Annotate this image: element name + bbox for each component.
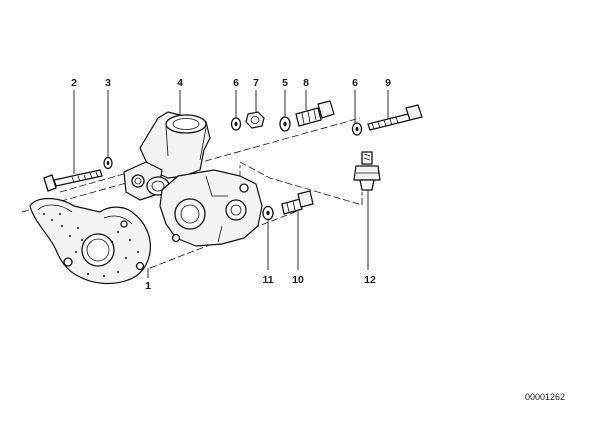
callout-6-upper: 6 bbox=[233, 77, 239, 89]
oil-pump-housing bbox=[123, 111, 263, 247]
bolt-8 bbox=[295, 100, 335, 127]
leader-lines bbox=[73, 90, 389, 278]
callout-11: 11 bbox=[262, 274, 273, 286]
callout-9: 9 bbox=[385, 77, 391, 89]
bolt-2 bbox=[43, 169, 103, 192]
washer-11 bbox=[262, 205, 274, 221]
callout-8: 8 bbox=[303, 77, 309, 89]
callout-4: 4 bbox=[177, 77, 183, 89]
callout-1: 1 bbox=[145, 280, 151, 292]
callout-2: 2 bbox=[71, 77, 77, 89]
oil-pressure-switch bbox=[353, 151, 381, 191]
washer-6a bbox=[230, 117, 242, 131]
nut-7 bbox=[245, 111, 265, 129]
washer-6b bbox=[351, 122, 363, 136]
callout-labels: 2 3 4 6 7 5 8 6 9 1 11 10 12 bbox=[71, 77, 391, 292]
callout-7: 7 bbox=[253, 77, 259, 89]
washer-3 bbox=[103, 156, 113, 170]
callout-5: 5 bbox=[282, 77, 288, 89]
bolt-9 bbox=[367, 104, 423, 131]
bolt-10 bbox=[281, 190, 314, 215]
washer-5 bbox=[279, 116, 291, 132]
gasket bbox=[29, 197, 151, 285]
gasket-texture bbox=[43, 213, 139, 277]
document-number: 00001262 bbox=[525, 392, 565, 402]
callout-10: 10 bbox=[292, 274, 304, 286]
callout-3: 3 bbox=[105, 77, 111, 89]
callout-6-right: 6 bbox=[352, 77, 358, 89]
callout-12: 12 bbox=[364, 274, 376, 286]
